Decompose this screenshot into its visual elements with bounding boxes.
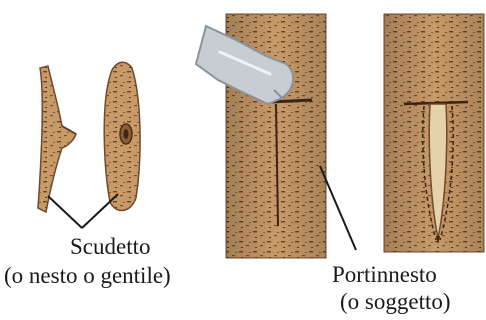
rootstock-label: Portinnesto (332, 262, 437, 288)
scion-side-view (38, 66, 76, 212)
rootstock-inserted-view (384, 14, 484, 252)
scion-label: Scudetto (70, 234, 151, 260)
scion-sublabel: (o nesto o gentile) (4, 263, 171, 289)
rootstock-sublabel: (o soggetto) (340, 289, 451, 315)
scion-leader-lines (48, 194, 118, 228)
scion-front-view (104, 62, 140, 210)
